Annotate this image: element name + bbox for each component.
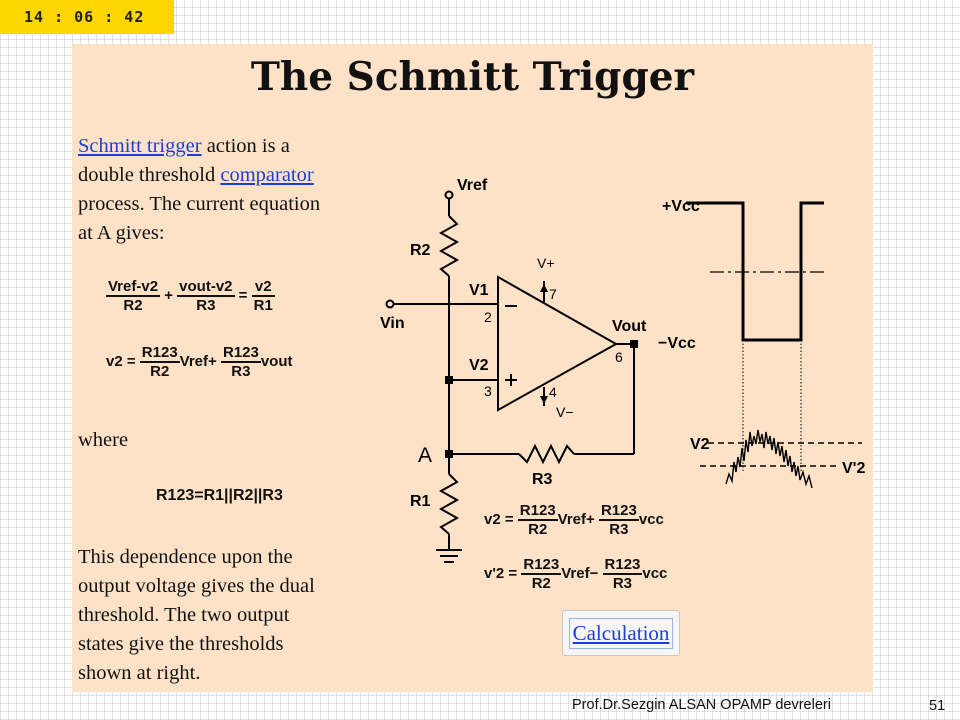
calculation-button[interactable]: Calculation — [562, 610, 680, 656]
label-v1: V1 — [469, 282, 489, 299]
fraction-1-den: R2 — [123, 297, 143, 314]
calculation-button-label: Calculation — [568, 617, 674, 649]
eq4-fraction-1-den: R2 — [528, 521, 548, 538]
where-label: where — [78, 429, 129, 451]
v2-lhs: v2 = — [106, 352, 136, 370]
schmitt-trigger-link[interactable]: Schmitt trigger — [78, 135, 202, 157]
intro-text-3: process. The current equation — [78, 193, 321, 215]
vminus-arrow — [540, 396, 548, 404]
vin-terminal — [385, 299, 395, 309]
label-pin4: 4 — [549, 384, 557, 400]
label-vminus: V− — [556, 404, 574, 420]
label-vcc-pos: +Vcc — [662, 198, 700, 215]
r123-equation: R123=R1||R2||R3 — [156, 487, 283, 504]
eq2-vout-term: vout — [260, 352, 293, 370]
label-v2: V2 — [469, 357, 489, 374]
label-node-a: A — [418, 444, 432, 467]
plus-operator: + — [164, 286, 173, 304]
equals-operator: = — [238, 286, 248, 304]
eq5-fraction-1-num: R123 — [521, 556, 562, 575]
eq4-vref-term: Vref+ — [557, 510, 595, 528]
outro-line-1: This dependence upon the — [78, 546, 293, 568]
slide-footer: Prof.Dr.Sezgin ALSAN OPAMP devreleri — [572, 697, 831, 713]
outro-line-2: output voltage gives the dual — [78, 575, 315, 597]
eq4-vcc-term: vcc — [638, 510, 664, 528]
slide-panel: The Schmitt Trigger Schmitt trigger acti… — [72, 44, 873, 692]
label-vin: Vin — [380, 315, 405, 332]
label-vcc-neg: −Vcc — [658, 335, 696, 352]
eq5-lhs: v'2 = — [484, 564, 518, 582]
resistor-r1 — [438, 473, 460, 535]
label-r2: R2 — [410, 242, 431, 259]
eq2-fraction-1-den: R2 — [150, 363, 170, 380]
label-vplus: V+ — [537, 255, 555, 271]
eq2-fraction-1-num: R123 — [139, 344, 180, 363]
presentation-timer: 14 : 06 : 42 — [0, 0, 174, 34]
label-r1: R1 — [410, 493, 431, 510]
node-out-dot — [630, 340, 638, 348]
label-pin2: 2 — [484, 309, 492, 325]
eq5-vref-term: Vref− — [561, 564, 599, 582]
outro-line-4: states give the thresholds — [78, 633, 284, 655]
resistor-r3 — [518, 443, 575, 465]
label-pin3: 3 — [484, 383, 492, 399]
fraction-3-num: v2 — [251, 278, 275, 297]
outro-line-5: shown at right. — [78, 662, 201, 684]
eq5-vcc-term: vcc — [642, 564, 668, 582]
resistor-r2 — [438, 215, 460, 277]
label-wave-v2p: V'2 — [842, 460, 865, 477]
output-square-wave — [686, 201, 824, 342]
eq5-fraction-1-den: R2 — [531, 575, 551, 592]
node-a-dot — [445, 450, 453, 458]
fraction-3-den: R1 — [253, 297, 273, 314]
intro-paragraph: Schmitt trigger action is a double thres… — [78, 132, 378, 248]
outro-line-3: threshold. The two output — [78, 604, 290, 626]
intro-text-2: double threshold — [78, 164, 221, 186]
label-r3: R3 — [532, 471, 553, 488]
eq5-fraction-2-num: R123 — [602, 556, 643, 575]
node-v2-dot — [445, 376, 453, 384]
intro-text-1: action is a — [201, 135, 290, 157]
eq2-fraction-2-den: R3 — [231, 363, 251, 380]
label-pin7: 7 — [549, 286, 557, 302]
eq4-fraction-1-num: R123 — [517, 502, 558, 521]
eq5-fraction-2-den: R3 — [612, 575, 633, 592]
label-vref: Vref — [457, 177, 488, 194]
eq4-fraction-2-num: R123 — [598, 502, 639, 521]
opamp-triangle — [497, 275, 619, 412]
fraction-2-den: R3 — [196, 297, 216, 314]
page-number: 51 — [929, 698, 946, 714]
intro-text-4: at A gives: — [78, 222, 165, 244]
eq4-lhs: v2 = — [484, 510, 514, 528]
label-vout: Vout — [612, 318, 647, 335]
vplus-arrow — [540, 284, 548, 292]
noisy-input-signal — [725, 429, 813, 489]
schmitt-circuit-diagram: Vref R2 V1 Vin V2 Vout R3 R1 2 3 7 4 6 V… — [380, 177, 865, 563]
fraction-1-num: Vref-v2 — [106, 278, 161, 297]
eq2-vref-term: Vref+ — [179, 352, 217, 370]
outro-paragraph: This dependence upon the output voltage … — [78, 543, 378, 688]
comparator-link[interactable]: comparator — [220, 164, 314, 186]
eq2-fraction-2-num: R123 — [220, 344, 261, 363]
fraction-2-num: vout-v2 — [177, 278, 235, 297]
vref-terminal — [444, 190, 454, 200]
slide-title: The Schmitt Trigger — [250, 54, 695, 100]
label-wave-v2: V2 — [690, 436, 710, 453]
label-pin6: 6 — [615, 349, 623, 365]
eq4-fraction-2-den: R3 — [609, 521, 629, 538]
